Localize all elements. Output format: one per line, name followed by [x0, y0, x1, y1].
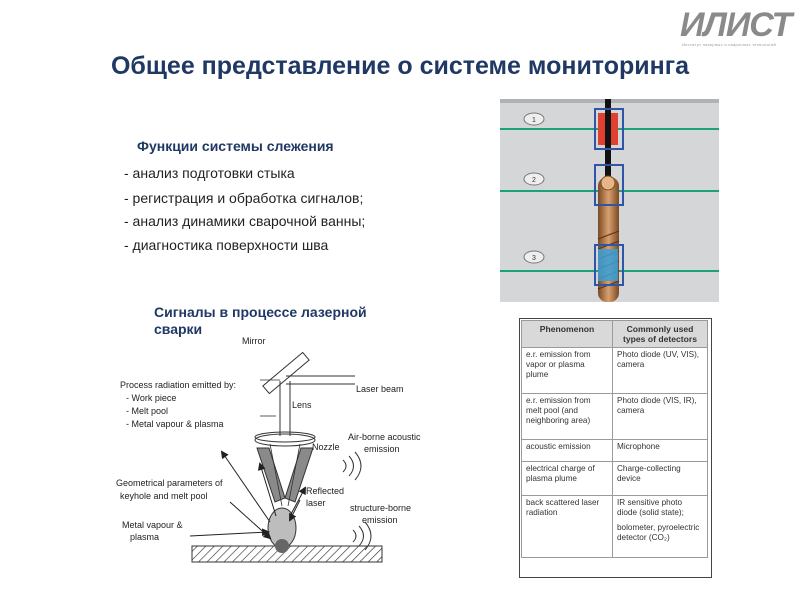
photo-marker: 3 — [532, 255, 536, 262]
label-reflected-1: Reflected — [306, 486, 344, 496]
label-structure-1: structure-borne — [350, 503, 411, 513]
label-lens: Lens — [292, 400, 312, 410]
logo-text: ИЛИСТ — [680, 6, 792, 44]
label-airborne-1: Air-borne acoustic — [348, 432, 421, 442]
label-geometrical-2: keyhole and melt pool — [120, 491, 208, 501]
label-nozzle: Nozzle — [312, 442, 340, 452]
label-laser-beam: Laser beam — [356, 384, 404, 394]
detectors-table: Phenomenon Commonly used types of detect… — [521, 320, 708, 558]
page-title: Общее представление о системе мониторинг… — [110, 52, 690, 80]
cell-phenomenon: back scattered laser radiation — [521, 495, 613, 558]
logo-tagline: Институт лазерных и сварочных технологий — [682, 42, 777, 47]
cell-phenomenon: e.r. emission from melt pool (and neighb… — [521, 393, 613, 440]
table-row: e.r. emission from vapor or plasma plume… — [521, 347, 708, 394]
table-header-row: Phenomenon Commonly used types of detect… — [521, 320, 708, 348]
detector-line: IR sensitive photo diode (solid state); — [617, 498, 684, 517]
function-item: - анализ подготовки стыка — [124, 165, 295, 181]
detector-line: bolometer, pyroelectric detector (CO₂) — [613, 520, 707, 545]
cell-phenomenon: acoustic emission — [521, 439, 613, 462]
function-item: - анализ динамики сварочной ванны; — [124, 213, 366, 229]
signals-heading: Сигналы в процессе лазерной сварки — [154, 304, 367, 337]
cell-phenomenon: e.r. emission from vapor or plasma plume — [521, 347, 613, 394]
cell-detectors: Photo diode (UV, VIS), camera — [612, 347, 708, 394]
label-work-piece: - Work piece — [126, 393, 176, 403]
label-mirror: Mirror — [242, 336, 266, 346]
table-row: acoustic emission Microphone — [521, 439, 708, 462]
label-vapour-1: Metal vapour & — [122, 520, 183, 530]
table-row: e.r. emission from melt pool (and neighb… — [521, 393, 708, 440]
label-geometrical-1: Geometrical parameters of — [116, 478, 223, 488]
cell-detectors: Microphone — [612, 439, 708, 462]
function-item: - регистрация и обработка сигналов; — [124, 190, 364, 206]
label-structure-2: emission — [362, 515, 398, 525]
label-reflected-2: laser — [306, 498, 326, 508]
label-airborne-2: emission — [364, 444, 400, 454]
photo-marker: 1 — [532, 117, 536, 124]
table-row: electrical charge of plasma plume Charge… — [521, 461, 708, 496]
cell-detectors: IR sensitive photo diode (solid state); … — [612, 495, 708, 558]
function-item: - диагностика поверхности шва — [124, 237, 329, 253]
seam-tracking-photo: 1 2 3 — [500, 99, 719, 302]
header-phenomenon: Phenomenon — [521, 320, 613, 348]
photo-marker: 2 — [532, 177, 536, 184]
label-melt-pool: - Melt pool — [126, 406, 168, 416]
laser-welding-diagram: Mirror Laser beam Lens Nozzle Process ra… — [116, 336, 421, 563]
table-frame — [519, 318, 712, 578]
label-metal-vapour: - Metal vapour & plasma — [126, 419, 224, 429]
logo: ИЛИСТ Институт лазерных и сварочных техн… — [676, 6, 792, 47]
cell-detectors: Photo diode (VIS, IR), camera — [612, 393, 708, 440]
table-row: back scattered laser radiation IR sensit… — [521, 495, 708, 558]
functions-heading: Функции системы слежения — [137, 138, 334, 154]
cell-phenomenon: electrical charge of plasma plume — [521, 461, 613, 496]
header-detectors: Commonly used types of detectors — [612, 320, 708, 348]
label-process-radiation: Process radiation emitted by: — [120, 380, 236, 390]
cell-detectors: Charge-collecting device — [612, 461, 708, 496]
label-vapour-2: plasma — [130, 532, 159, 542]
